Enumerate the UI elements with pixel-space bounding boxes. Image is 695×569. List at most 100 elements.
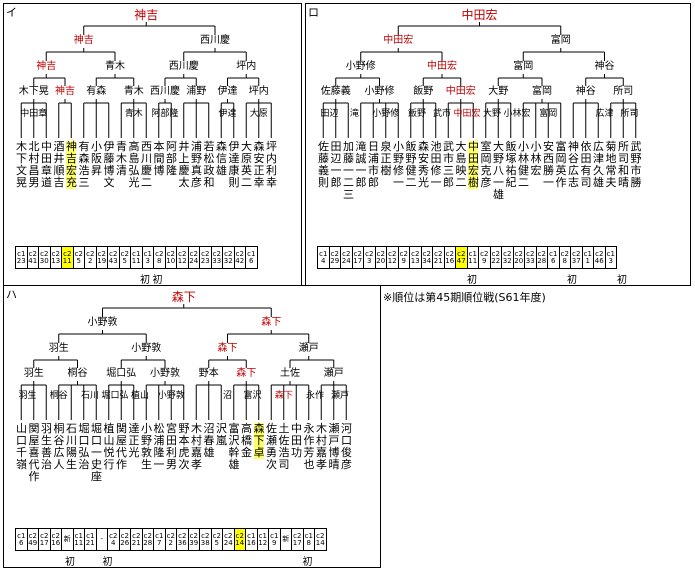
player-name-column: 北村昌男 — [28, 140, 40, 189]
player-name-column: 飯野健二 — [405, 140, 417, 189]
player-name-column: 堀口弘治 — [78, 422, 90, 471]
panel-label: ハ — [6, 288, 17, 301]
bracket-name: 富沢 — [243, 391, 262, 401]
player-name-column: 青木清 — [116, 140, 127, 177]
bracket-name: 植山 — [130, 391, 150, 401]
player-name-column: 木下文晃 — [16, 140, 27, 189]
bracket-name: 中田宏 — [383, 35, 414, 46]
bracket-lines — [20, 22, 272, 138]
bracket-name: 羽生 — [23, 368, 44, 379]
bracket-name: 所司 — [613, 86, 634, 97]
first-appearance-mark: 初 — [140, 275, 150, 286]
player-name-column: 河口俊彦 — [341, 422, 352, 471]
player-name-column: 小野修一 — [393, 140, 404, 189]
player-name-column: 佐藤義則 — [318, 140, 329, 189]
bracket-name: 小野敦 — [131, 343, 162, 354]
player-name-column: 中田宏樹 — [468, 140, 479, 189]
bracket-name: 小野修 — [372, 109, 400, 119]
player-name-column: 石川陽生 — [66, 422, 77, 471]
bracket-name: 富岡 — [513, 61, 534, 72]
bracket-name: 中田章 — [20, 109, 48, 119]
player-name-column: 高島弘光 — [128, 140, 140, 189]
player-name-column: 大原英二 — [241, 140, 252, 189]
player-name-column: 松浦隆一 — [153, 422, 165, 471]
bracket-name: 堀口弘 — [106, 368, 137, 379]
bracket-name: 森下 — [261, 317, 282, 328]
player-name-column: 井上慶太 — [178, 140, 190, 189]
player-name-column: 加藤一二三 — [343, 140, 354, 201]
bracket-name: 佐藤義 — [320, 86, 351, 97]
bracket-name: 瀬戸 — [298, 343, 319, 354]
bracket-name: 土佐 — [280, 368, 300, 379]
bracket-name: 神谷 — [594, 61, 615, 72]
panel-label: ロ — [308, 6, 319, 19]
bracket-name: 神吉 — [73, 35, 94, 46]
player-name-column: 植山悦行 — [103, 422, 115, 471]
bracket-name: 神吉 — [36, 61, 57, 72]
bracket-name: 浦野 — [186, 86, 207, 97]
player-name-column: 小野敦生 — [141, 422, 152, 471]
player-name-column: 沼春雄 — [203, 422, 215, 459]
player-name-column: 桐谷広人 — [53, 422, 65, 471]
bracket-lines — [20, 304, 347, 420]
player-name-column: 坪内利幸 — [266, 140, 277, 189]
first-appearance-mark: 初 — [467, 275, 477, 286]
bracket-name: 坪内 — [236, 61, 257, 72]
player-name-column: 達正光 — [128, 422, 140, 459]
player-name-column: 高橋金 — [241, 422, 252, 459]
player-name-column: 羽生善治 — [41, 422, 52, 471]
player-name-column: 森下卓 — [253, 422, 265, 459]
player-name-column: 西川慶二 — [141, 140, 152, 189]
bracket-name: 田辺 — [320, 109, 339, 119]
rank-cell: - — [95, 528, 108, 551]
bracket-name: 伊達 — [218, 109, 237, 119]
bracket-name: 富岡 — [539, 109, 558, 119]
player-name-column: 永作芳也 — [303, 422, 315, 471]
player-name-column: 武市三郎 — [443, 140, 454, 189]
bracket-name: 富岡 — [550, 35, 571, 46]
rank-cell: 新 — [61, 528, 74, 551]
bracket-name: 所司 — [620, 109, 639, 119]
player-name-column: 堀口一史座 — [91, 422, 102, 483]
player-name-column: 日浦市郎 — [368, 140, 379, 189]
player-name-column: 伊達康則 — [228, 140, 240, 189]
player-name-column: 大島映二 — [455, 140, 467, 189]
bracket-name: 富岡 — [532, 86, 552, 97]
bracket-name: 中田宏 — [453, 109, 481, 119]
bracket-name: 森下 — [171, 290, 196, 304]
bracket-name: 沼 — [222, 391, 233, 401]
player-name-column: 小林健二 — [518, 140, 529, 189]
bracket-name: 羽生 — [18, 391, 37, 401]
player-name-column: 阿部隆 — [166, 140, 177, 177]
